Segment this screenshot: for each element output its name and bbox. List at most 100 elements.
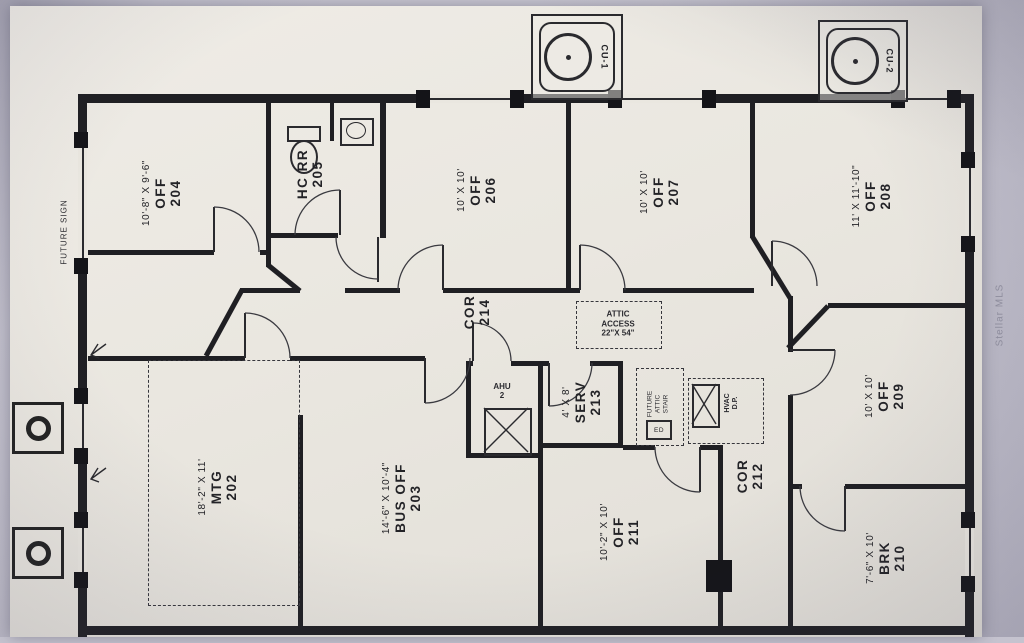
wall-segment (443, 288, 580, 293)
room-label-off-209: 10' X 10' OFF 209 (864, 374, 906, 418)
room-label-off-207: 10' X 10' OFF 207 (639, 170, 681, 214)
wall-segment (88, 250, 214, 255)
room-label-cor-212: COR 212 (734, 458, 765, 494)
wall-segment (260, 250, 271, 255)
wall-pier (74, 512, 88, 528)
condenser-unit-1: CU-1 (531, 14, 623, 100)
future-mtg-partition (148, 360, 300, 606)
wall-segment (466, 361, 471, 458)
ed-box: ED (646, 420, 672, 440)
room-label-brk-210: 7'-6" X 10' BRK 210 (865, 532, 907, 584)
condenser-unit-2: CU-2 (818, 20, 908, 102)
room-label-bus-off-203: 14'-6" X 10'-4" BUS OFF 203 (381, 461, 423, 535)
wall-pier (510, 90, 524, 108)
diagonal-walls (203, 234, 830, 358)
room-label-off-208: 11' X 11'-10" OFF 208 (851, 164, 893, 228)
wall-segment (828, 303, 965, 308)
attic-access-box (576, 301, 662, 349)
door-leaf-lines (213, 190, 846, 531)
hvac-dp-dashed-box (688, 378, 764, 444)
cu2-fan-icon (831, 37, 879, 85)
cu1-fan-icon (544, 33, 592, 81)
wall-segment (590, 361, 623, 366)
wall-segment (240, 288, 300, 293)
wall-pier (702, 90, 716, 108)
window-pane-line (903, 97, 949, 100)
window-symbol (965, 166, 974, 238)
wall-pier (416, 90, 430, 108)
equipment-x-marks (483, 383, 717, 453)
wall-pier (74, 388, 88, 404)
ahu-note: AHU 2 (493, 382, 511, 400)
wall-pier (961, 576, 975, 592)
wall-segment (965, 94, 974, 637)
window-pane-line (81, 526, 84, 574)
window-symbol (78, 146, 87, 260)
wall-segment (380, 103, 386, 238)
wall-pier (961, 152, 975, 168)
room-label-off-211: 10'-2" X 10' OFF 211 (599, 503, 641, 561)
window-symbol (903, 94, 949, 103)
exit-arrows (89, 343, 107, 483)
floor-plan-sheet: CU-1 CU-2 10'-8" X 9'-6" OFF 204 (10, 6, 982, 637)
wall-segment (623, 445, 655, 450)
wall-segment (88, 356, 245, 361)
wall-segment (266, 233, 338, 238)
footing-symbol (12, 527, 64, 579)
wall-segment (345, 288, 386, 293)
wall-segment (511, 361, 541, 366)
footing-symbol (12, 402, 64, 454)
room-label-off-206: 10' X 10' OFF 206 (456, 168, 498, 212)
wall-pier (74, 448, 88, 464)
hvac-dp-note: HVAC D.P. (723, 393, 739, 413)
future-sign-note: FUTURE SIGN (59, 199, 69, 265)
wall-segment (788, 395, 793, 631)
door-swing-arcs (213, 189, 846, 532)
wall-segment (78, 94, 87, 637)
window-pane-line (81, 146, 84, 260)
plan-linework (89, 189, 846, 532)
room-label-off-204: 10'-8" X 9'-6" OFF 204 (141, 159, 183, 227)
window-symbol (428, 94, 512, 103)
window-symbol (620, 94, 704, 103)
wall-segment (618, 361, 623, 447)
room-label-hc-rr-205: HC RR 205 (294, 148, 325, 200)
wall-pier (706, 560, 732, 592)
wall-segment (298, 356, 425, 361)
window-pane-line (968, 526, 971, 578)
window-symbol (78, 402, 87, 450)
future-attic-stair-note: FUTURE ATTIC STAIR (646, 390, 669, 418)
window-pane-line (968, 166, 971, 238)
wall-segment (700, 445, 718, 450)
wall-pier (947, 90, 961, 108)
wall-segment (78, 626, 974, 635)
wall-segment (290, 356, 303, 361)
wall-pier (961, 512, 975, 528)
wall-segment (298, 415, 303, 631)
wall-segment (538, 361, 543, 631)
wall-segment (623, 288, 754, 293)
wall-segment (845, 484, 970, 489)
wall-segment (566, 103, 571, 293)
cu1-housing (539, 22, 615, 92)
sink-basin-icon (346, 122, 366, 139)
cu2-label: CU-2 (884, 48, 895, 74)
attic-access-note: ATTIC ACCESS 22"X 54" (601, 309, 635, 338)
window-pane-line (428, 97, 512, 100)
window-symbol (965, 526, 974, 578)
hvac-dp-unit-icon (692, 384, 720, 428)
wall-segment (538, 443, 623, 448)
wall-segment (750, 103, 755, 238)
wall-pier (74, 258, 88, 274)
window-pane-line (81, 402, 84, 450)
ahu-unit-icon (484, 408, 532, 456)
wall-segment (788, 484, 802, 489)
sink-icon (340, 118, 374, 146)
room-label-mtg-202: 18'-2" X 11' MTG 202 (197, 458, 239, 516)
window-symbol (78, 526, 87, 574)
wall-segment (541, 361, 549, 366)
wall-pier (74, 132, 88, 148)
toilet-bowl-icon (290, 140, 318, 174)
wall-pier (961, 236, 975, 252)
